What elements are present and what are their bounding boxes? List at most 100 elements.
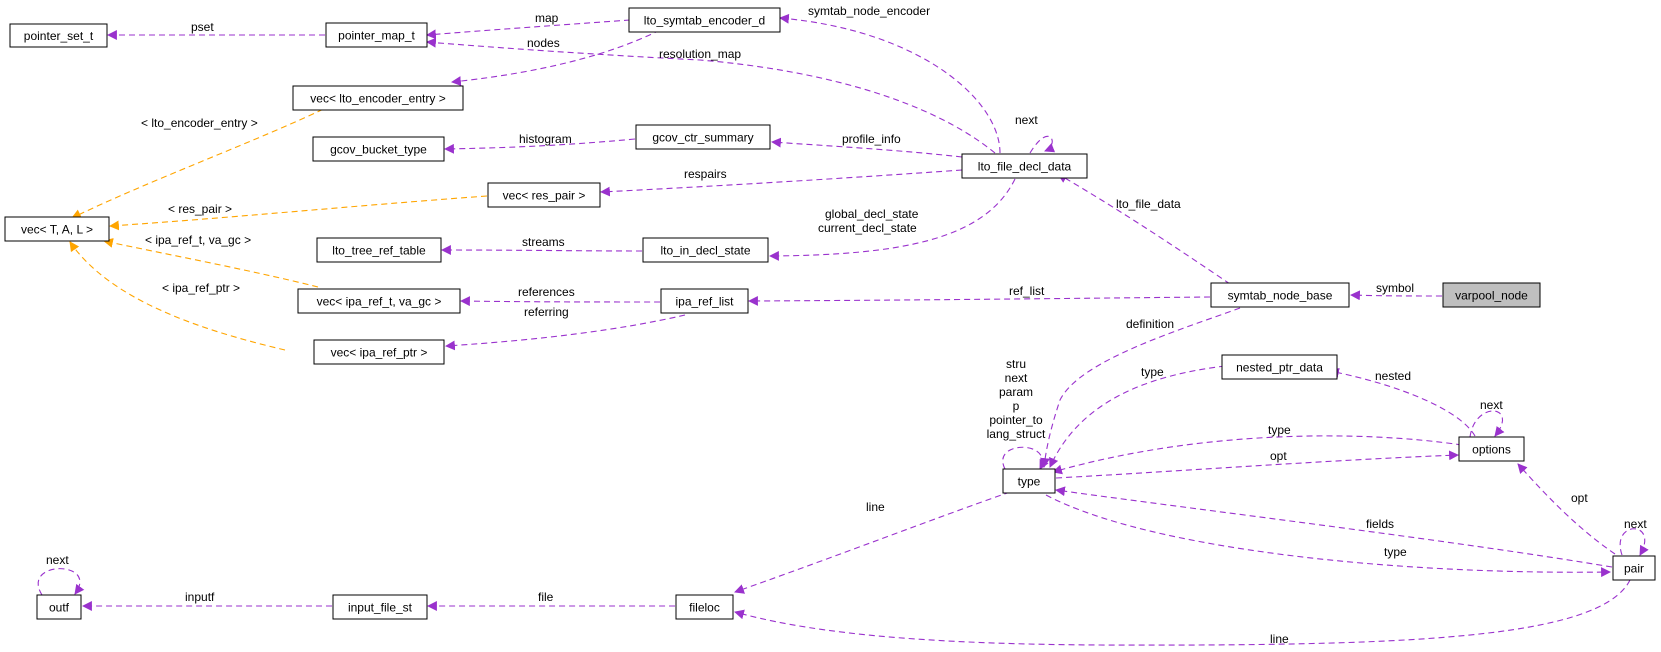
edge-type-self <box>1002 446 1049 470</box>
node-label: symtab_node_base <box>1228 289 1333 303</box>
edge-decl-state <box>769 178 1016 261</box>
node-pointer-set-t[interactable]: pointer_set_t <box>9 23 108 48</box>
label-type-stru: stru <box>1006 357 1026 371</box>
label-options-opt: opt <box>1270 449 1287 463</box>
node-ipa-ref-list[interactable]: ipa_ref_list <box>660 288 749 314</box>
edge-symbol <box>1350 290 1443 301</box>
edge-ref-list <box>748 296 1211 306</box>
label-npd-type: type <box>1141 365 1164 379</box>
label-options-type: type <box>1268 423 1291 437</box>
edge-options-next <box>1469 410 1505 438</box>
label-symtab-node-encoder: symtab_node_encoder <box>808 4 930 18</box>
edge-type-line <box>734 491 1011 594</box>
node-vec-t-a-l[interactable]: vec< T, A, L > <box>4 216 110 242</box>
nodes: pointer_set_t pointer_map_t lto_symtab_e… <box>4 7 1656 620</box>
label-outf-next: next <box>46 553 69 567</box>
label-pset: pset <box>191 20 214 34</box>
label-pair-line: line <box>1270 632 1289 646</box>
label-streams: streams <box>522 235 565 249</box>
node-symtab-node-base[interactable]: symtab_node_base <box>1210 282 1350 308</box>
node-label: pointer_map_t <box>338 29 415 43</box>
node-vec-ipa-ref-ptr[interactable]: vec< ipa_ref_ptr > <box>313 339 445 365</box>
node-fileloc[interactable]: fileloc <box>675 594 734 620</box>
label-definition: definition <box>1126 317 1174 331</box>
node-input-file-st[interactable]: input_file_st <box>332 594 428 620</box>
node-label: lto_tree_ref_table <box>332 244 426 258</box>
node-label: vec< T, A, L > <box>21 223 93 237</box>
node-pointer-map-t[interactable]: pointer_map_t <box>325 22 428 48</box>
label-global-decl-state: global_decl_state <box>825 207 919 221</box>
edge-resolution-map <box>426 37 996 154</box>
edge-ldd-next <box>1029 135 1056 154</box>
node-varpool-node[interactable]: varpool_node <box>1442 282 1541 308</box>
edge-nodes <box>451 29 661 87</box>
edge-map <box>426 19 631 40</box>
node-label: vec< ipa_ref_ptr > <box>331 346 428 360</box>
label-template-ipa-ref-t: < ipa_ref_t, va_gc > <box>145 233 251 247</box>
label-pair-next: next <box>1624 517 1647 531</box>
node-lto-symtab-encoder-d[interactable]: lto_symtab_encoder_d <box>628 7 781 33</box>
label-type-pointer-to: pointer_to <box>989 413 1043 427</box>
node-label: gcov_ctr_summary <box>652 131 753 145</box>
edge-referring <box>445 314 686 351</box>
edge-labels: pset map nodes symtab_node_encoder resol… <box>46 4 1647 646</box>
edge-respairs <box>600 169 963 197</box>
node-vec-res-pair[interactable]: vec< res_pair > <box>487 182 601 208</box>
node-type[interactable]: type <box>1002 468 1056 494</box>
node-nested-ptr-data[interactable]: nested_ptr_data <box>1221 354 1338 380</box>
edges <box>37 13 1649 646</box>
node-label: pointer_set_t <box>24 29 94 43</box>
node-label: lto_file_decl_data <box>978 160 1072 174</box>
node-gcov-bucket-type[interactable]: gcov_bucket_type <box>312 136 445 162</box>
label-type-param: param <box>999 385 1033 399</box>
edge-pair-type <box>1045 494 1611 578</box>
edge-template-ipa-ref-t <box>103 238 319 288</box>
edge-symtab-node-encoder <box>779 13 1001 154</box>
node-label: options <box>1472 443 1511 457</box>
label-ldd-next: next <box>1015 113 1038 127</box>
node-label: lto_in_decl_state <box>660 244 750 258</box>
node-options[interactable]: options <box>1458 436 1525 462</box>
edge-npd-type <box>1049 365 1226 468</box>
label-inputf: inputf <box>185 590 215 604</box>
label-resolution-map: resolution_map <box>659 47 741 61</box>
node-label: ipa_ref_list <box>675 295 734 309</box>
label-references: references <box>518 285 575 299</box>
node-pair[interactable]: pair <box>1612 555 1656 581</box>
edge-pair-line <box>734 579 1631 646</box>
edge-template-res-pair <box>109 195 488 231</box>
label-ref-list: ref_list <box>1009 284 1045 298</box>
node-outf[interactable]: outf <box>36 594 82 620</box>
node-label: type <box>1018 475 1041 489</box>
label-lto-file-data: lto_file_data <box>1116 197 1181 211</box>
edge-options-type <box>1052 435 1463 475</box>
edge-pair-next <box>1619 528 1649 556</box>
label-pair-opt: opt <box>1571 491 1588 505</box>
node-lto-tree-ref-table[interactable]: lto_tree_ref_table <box>316 237 442 263</box>
label-type-lang-struct: lang_struct <box>987 427 1046 441</box>
edge-template-lto-encoder-entry <box>71 104 333 219</box>
edge-template-ipa-ref-ptr <box>69 241 286 351</box>
node-vec-lto-encoder-entry[interactable]: vec< lto_encoder_entry > <box>292 85 464 111</box>
node-label: nested_ptr_data <box>1236 361 1323 375</box>
label-nodes: nodes <box>527 36 560 50</box>
label-template-lto-encoder-entry: < lto_encoder_entry > <box>141 116 258 130</box>
label-template-ipa-ref-ptr: < ipa_ref_ptr > <box>162 281 240 295</box>
edge-nested <box>1329 367 1476 437</box>
label-respairs: respairs <box>684 167 727 181</box>
node-lto-file-decl-data[interactable]: lto_file_decl_data <box>961 153 1088 179</box>
edge-histogram <box>444 138 636 154</box>
node-lto-in-decl-state[interactable]: lto_in_decl_state <box>642 237 769 263</box>
label-referring: referring <box>524 305 569 319</box>
edge-references <box>460 296 661 307</box>
edge-definition <box>1040 307 1241 468</box>
node-label: lto_symtab_encoder_d <box>644 14 765 28</box>
node-vec-ipa-ref-t-va-gc[interactable]: vec< ipa_ref_t, va_gc > <box>297 288 461 314</box>
node-label: varpool_node <box>1455 289 1528 303</box>
label-map: map <box>535 11 559 25</box>
node-gcov-ctr-summary[interactable]: gcov_ctr_summary <box>635 124 771 150</box>
label-nested: nested <box>1375 369 1411 383</box>
node-label: vec< lto_encoder_entry > <box>310 92 445 106</box>
label-fields: fields <box>1366 517 1394 531</box>
